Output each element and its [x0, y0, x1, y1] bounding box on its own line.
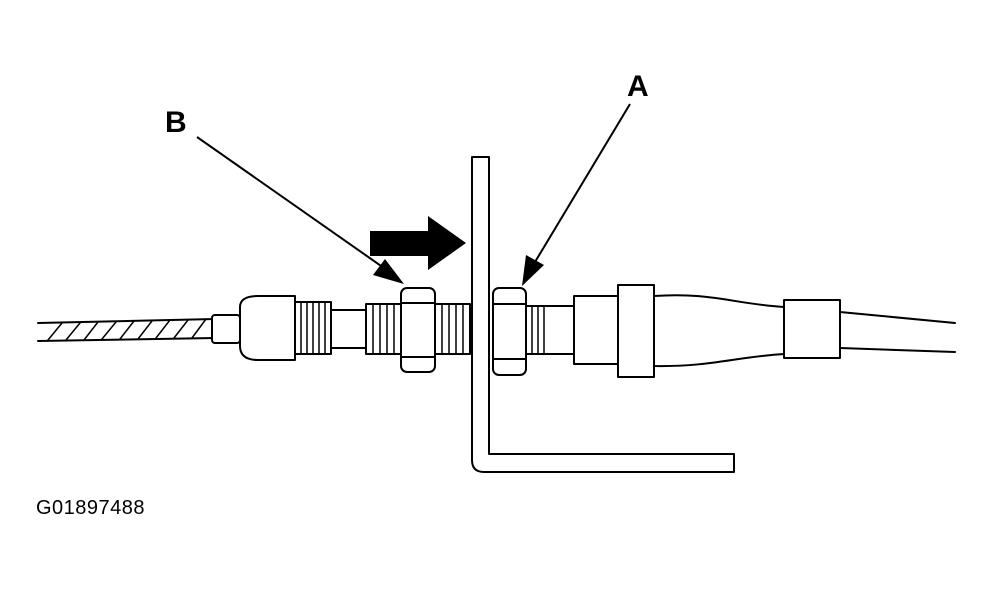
callout-label-a: A: [627, 70, 649, 103]
threaded-sleeve-right: [525, 305, 575, 355]
figure-id: G01897488: [36, 497, 146, 519]
callout-label-b: B: [165, 106, 187, 139]
outer-cable: [839, 311, 956, 353]
inner-cable: [37, 318, 216, 342]
lock-nut-a: [492, 287, 527, 376]
lock-nut-b: [400, 287, 436, 373]
cable-end-cap: [211, 295, 296, 361]
cable-housing: [573, 284, 841, 378]
leader-line-b: [196, 136, 404, 284]
threaded-sleeve-left: [294, 301, 332, 355]
leader-line-a: [522, 103, 631, 286]
direction-arrow: [370, 216, 466, 270]
mounting-bracket: [471, 156, 735, 473]
